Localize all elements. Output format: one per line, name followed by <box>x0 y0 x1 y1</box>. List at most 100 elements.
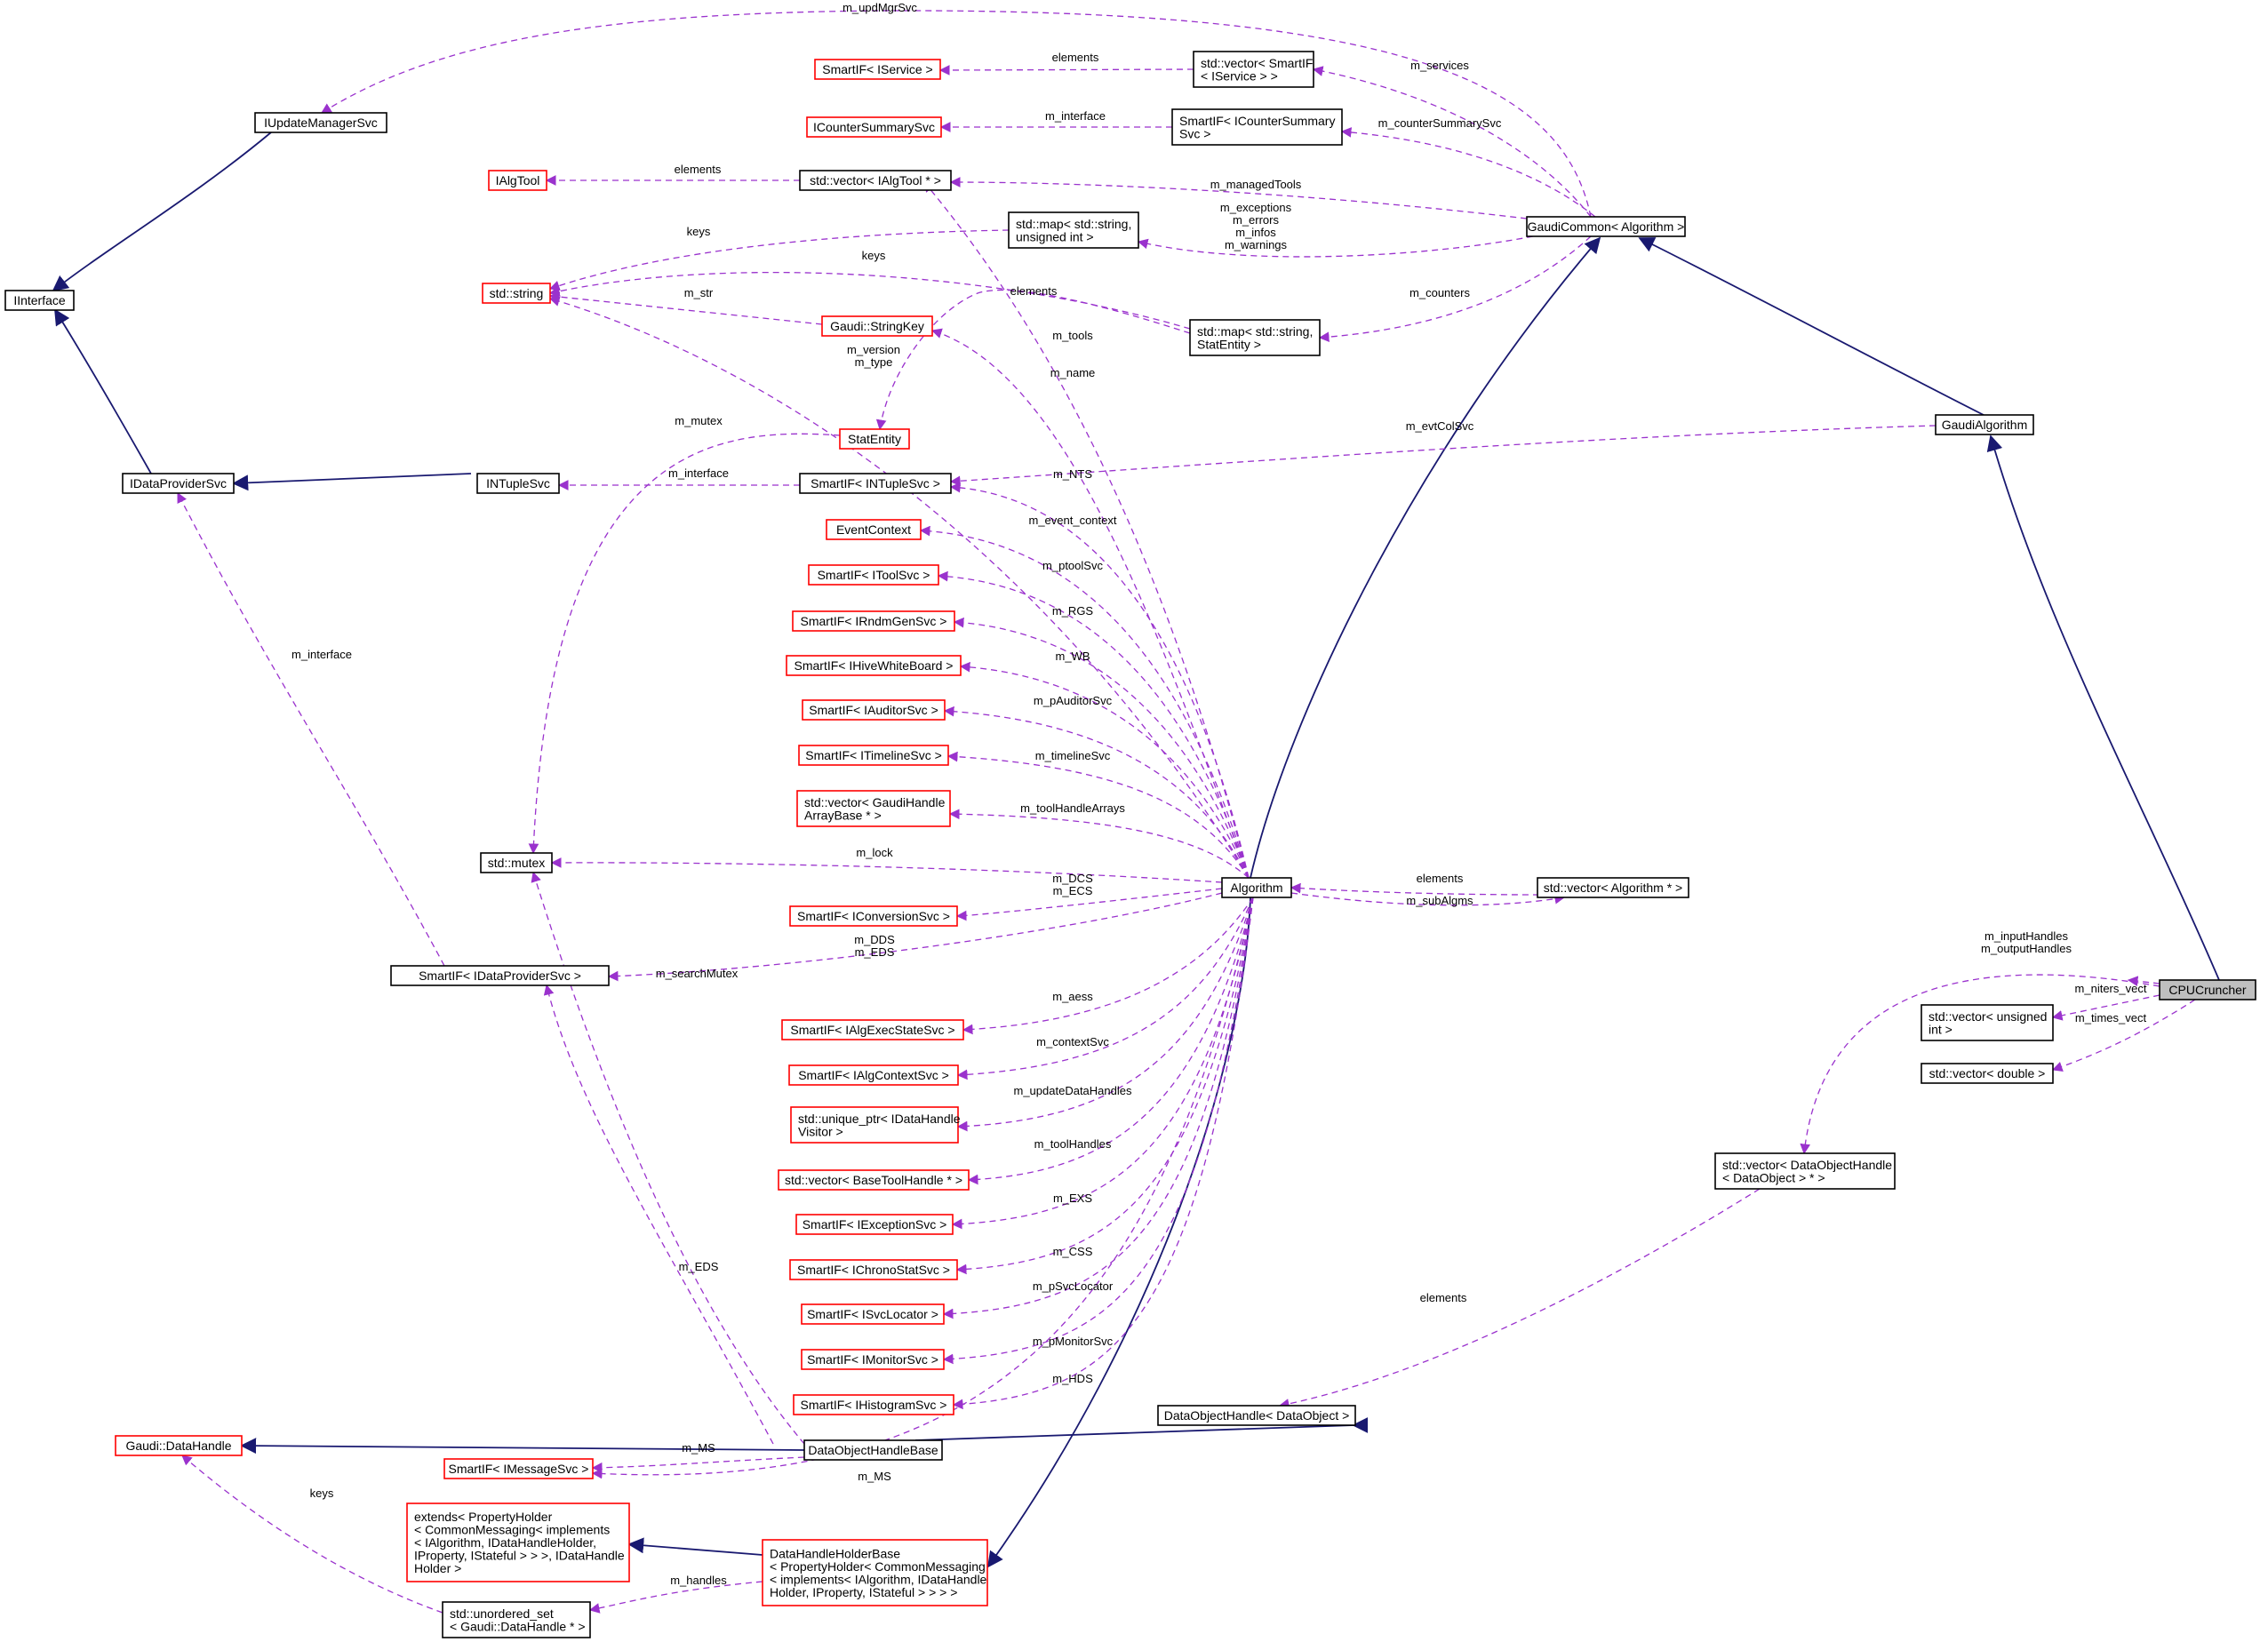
node-intuple-svc[interactable]: INTupleSvc <box>476 473 560 494</box>
node-smart-if-intuple-svc[interactable]: SmartIF< INTupleSvc > <box>799 473 952 494</box>
edge-label-m-hds: m_HDS <box>1052 1372 1093 1385</box>
node-box <box>793 1394 954 1415</box>
edge-label-m-name: m_name <box>1050 366 1096 379</box>
node-map-string-uint[interactable]: std::map< std::string,unsigned int > <box>1008 211 1139 249</box>
node-smart-if-iservice[interactable]: SmartIF< IService > <box>814 59 941 80</box>
node-box <box>795 1214 954 1235</box>
node-gaudi-string-key[interactable]: Gaudi::StringKey <box>821 315 933 337</box>
usage-edge-44 <box>2051 994 2160 1021</box>
node-smart-if-iexception-svc[interactable]: SmartIF< IExceptionSvc > <box>795 1214 954 1235</box>
usage-edge-58 <box>591 1456 805 1473</box>
usage-edge-34 <box>943 705 1250 879</box>
node-extends-property-holder[interactable]: extends< PropertyHolder< CommonMessaging… <box>406 1503 630 1582</box>
node-icounter-summary-svc[interactable]: ICounterSummarySvc <box>806 116 942 138</box>
usage-edge-10 <box>321 10 1592 218</box>
node-stat-entity[interactable]: StatEntity <box>839 428 910 450</box>
usage-edge-14 <box>1340 127 1596 218</box>
node-smart-if-irndm-gen-svc[interactable]: SmartIF< IRndmGenSvc > <box>792 610 955 632</box>
node-smart-if-ihistogram-svc[interactable]: SmartIF< IHistogramSvc > <box>793 1394 954 1415</box>
node-data-object-handle-base[interactable]: DataObjectHandleBase <box>803 1439 943 1461</box>
edge-label-text: m_outputHandles <box>1981 942 2072 955</box>
edge-label-text: m_version <box>847 343 900 356</box>
edge-label-m-sub-algms: m_subAlgms <box>1406 894 1473 907</box>
node-smart-if-isvc-locator[interactable]: SmartIF< ISvcLocator > <box>801 1303 945 1325</box>
node-box <box>122 473 235 494</box>
inheritance-edge-3 <box>986 897 1251 1568</box>
usage-edge-23 <box>923 181 1250 879</box>
node-box <box>789 1259 958 1280</box>
node-smart-if-itool-svc[interactable]: SmartIF< IToolSvc > <box>808 564 939 586</box>
node-smart-if-ialg-context-svc[interactable]: SmartIF< IAlgContextSvc > <box>788 1064 959 1086</box>
node-label: int > <box>1929 1022 1953 1036</box>
edge-label-text: m_DCS <box>1052 872 1093 885</box>
node-label: SmartIF< IHiveWhiteBoard > <box>795 658 954 673</box>
usage-edge-45 <box>2051 999 2196 1072</box>
edge-label-text: m_errors <box>1233 213 1280 227</box>
usage-edge-53 <box>942 897 1254 1365</box>
node-idata-provider-svc[interactable]: IDataProviderSvc <box>122 473 235 494</box>
inheritance-edge-1 <box>1638 237 1984 416</box>
node-iupdate-manager-svc[interactable]: IUpdateManagerSvc <box>254 112 387 133</box>
node-box <box>4 290 75 311</box>
node-label: IDataProviderSvc <box>130 476 227 490</box>
node-gaudi-algorithm[interactable]: GaudiAlgorithm <box>1935 414 2034 435</box>
node-smart-if-iauditor-svc[interactable]: SmartIF< IAuditorSvc > <box>802 699 946 721</box>
node-gaudi-data-handle[interactable]: Gaudi::DataHandle <box>115 1435 243 1456</box>
node-label: Gaudi::StringKey <box>830 319 924 333</box>
node-algorithm[interactable]: Algorithm <box>1221 877 1292 898</box>
node-cpucruncher[interactable]: CPUCruncher <box>2159 979 2256 1000</box>
edge-label-text: keys <box>862 249 886 262</box>
node-data-object-handle[interactable]: DataObjectHandle< DataObject > <box>1157 1405 1356 1426</box>
node-map-string-stat-entity[interactable]: std::map< std::string,StatEntity > <box>1189 319 1321 356</box>
node-vec-algorithm[interactable]: std::vector< Algorithm * > <box>1537 877 1689 898</box>
node-std-mutex[interactable]: std::mutex <box>480 852 553 873</box>
node-unordered-set-data-handle[interactable]: std::unordered_set< Gaudi::DataHandle * … <box>442 1601 591 1638</box>
node-label: Algorithm <box>1230 881 1282 895</box>
node-smart-if-itimeline-svc[interactable]: SmartIF< ITimelineSvc > <box>798 745 949 766</box>
node-label: std::string <box>490 286 544 300</box>
node-smart-if-idata-provider-svc[interactable]: SmartIF< IDataProviderSvc > <box>390 965 610 986</box>
edge-label-text: m_WB <box>1056 650 1090 663</box>
node-vec-smart-if-iservice[interactable]: std::vector< SmartIF< IService > > <box>1193 51 1314 88</box>
node-box <box>826 519 922 540</box>
node-label: SmartIF< IAuditorSvc > <box>809 703 938 717</box>
node-smart-if-iconversion-svc[interactable]: SmartIF< IConversionSvc > <box>789 905 958 927</box>
node-label: DataObjectHandleBase <box>808 1443 938 1457</box>
node-label: < IAlgorithm, IDataHandleHolder, <box>414 1535 596 1550</box>
edge-label-m-wb: m_WB <box>1056 650 1090 663</box>
node-smart-if-imessage-svc[interactable]: SmartIF< IMessageSvc > <box>443 1458 594 1479</box>
node-vec-data-object-handle[interactable]: std::vector< DataObjectHandle< DataObjec… <box>1714 1152 1896 1190</box>
node-smart-if-ihive-white-board[interactable]: SmartIF< IHiveWhiteBoard > <box>786 655 962 676</box>
usage-edge-30 <box>919 525 1250 879</box>
edge-label-text: elements <box>1420 1291 1467 1304</box>
node-label: ICounterSummarySvc <box>813 120 935 134</box>
node-iinterface[interactable]: IInterface <box>4 290 75 311</box>
node-smart-if-imonitor-svc[interactable]: SmartIF< IMonitorSvc > <box>801 1349 945 1370</box>
usage-edge-29 <box>949 482 1250 879</box>
node-vec-ialg-tool[interactable]: std::vector< IAlgTool * > <box>799 170 952 191</box>
node-smart-if-icounter-summary-svc[interactable]: SmartIF< ICounterSummarySvc > <box>1171 108 1343 146</box>
node-event-context[interactable]: EventContext <box>826 519 922 540</box>
node-vec-base-tool-handle[interactable]: std::vector< BaseToolHandle * > <box>778 1169 970 1191</box>
node-ialg-tool[interactable]: IAlgTool <box>488 170 547 191</box>
node-std-string[interactable]: std::string <box>482 283 551 304</box>
edge-label-m-ptool-svc: m_ptoolSvc <box>1042 559 1103 572</box>
edge-label-text: m_event_context <box>1028 514 1116 527</box>
node-gaudi-common[interactable]: GaudiCommon< Algorithm > <box>1526 216 1686 237</box>
node-label: std::map< std::string, <box>1016 217 1131 231</box>
node-label: std::unique_ptr< IDataHandle <box>798 1112 961 1126</box>
node-label: SmartIF< INTupleSvc > <box>811 476 940 490</box>
node-vec-double[interactable]: std::vector< double > <box>1921 1063 2054 1084</box>
node-label: GaudiAlgorithm <box>1942 418 2028 432</box>
edge-label-text: m_ECS <box>1053 884 1093 897</box>
edge-label-keys-map2: keys <box>862 249 886 262</box>
node-data-handle-holder-base[interactable]: DataHandleHolderBase< PropertyHolder< Co… <box>762 1539 988 1606</box>
node-smart-if-ichrono-stat-svc[interactable]: SmartIF< IChronoStatSvc > <box>789 1259 958 1280</box>
node-label: std::vector< BaseToolHandle * > <box>785 1173 962 1187</box>
node-box <box>115 1435 243 1456</box>
node-smart-if-ialg-exec-state-svc[interactable]: SmartIF< IAlgExecStateSvc > <box>781 1019 964 1040</box>
